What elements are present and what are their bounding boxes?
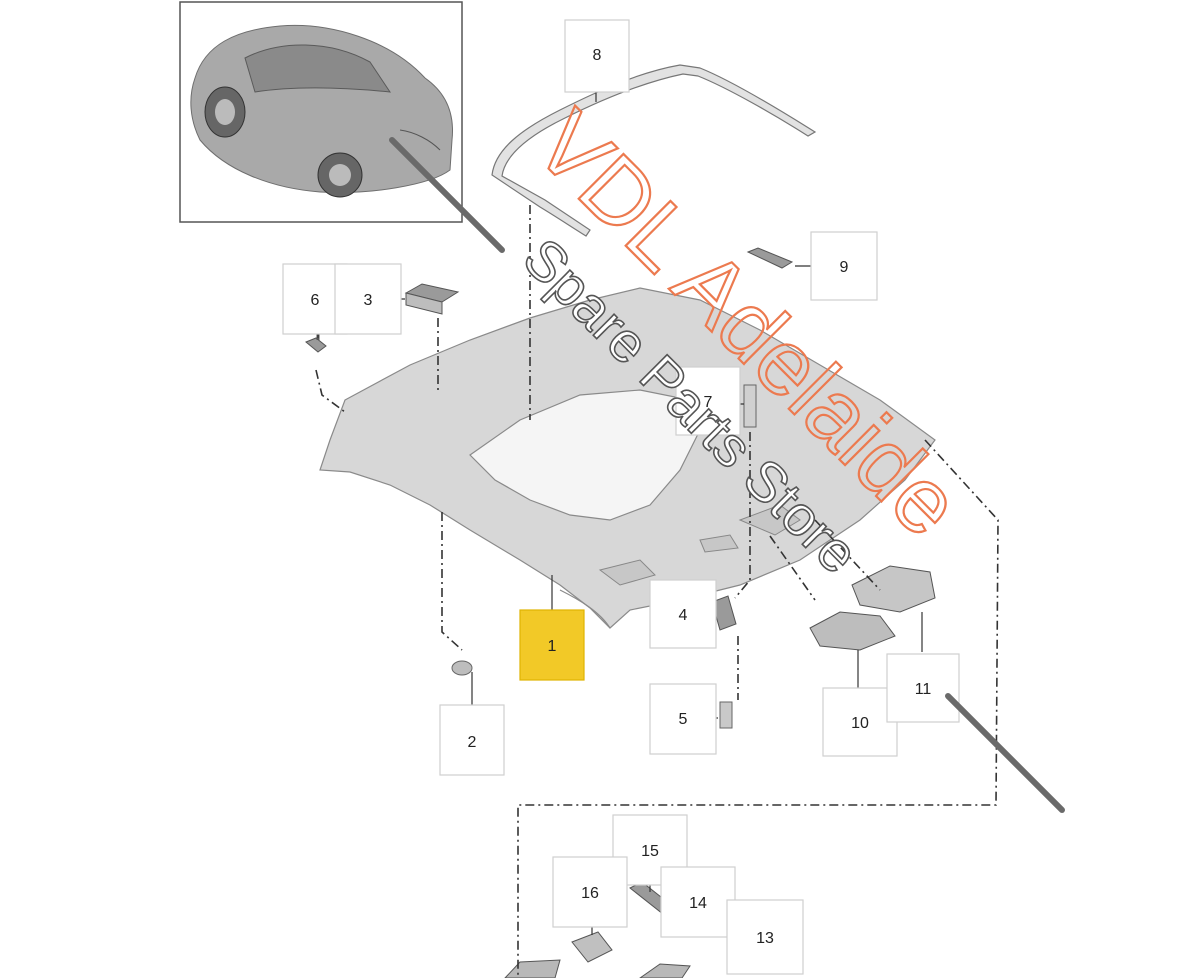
part-13-cover xyxy=(504,959,691,978)
callout-1: 1 xyxy=(519,609,585,681)
headliner-panel xyxy=(319,287,936,629)
callout-10: 10 xyxy=(822,687,898,757)
callout-1-label: 1 xyxy=(548,638,557,655)
part-5-clip xyxy=(719,701,733,729)
callout-3-label: 3 xyxy=(364,292,373,309)
part-11-sunvisor xyxy=(851,565,936,613)
callout-4-label: 4 xyxy=(679,607,688,624)
callout-9: 9 xyxy=(810,231,878,301)
callout-4: 4 xyxy=(649,579,717,649)
callout-16-label: 16 xyxy=(581,885,599,902)
part-10-sunvisor xyxy=(809,611,896,651)
car-thumbnail xyxy=(179,1,463,223)
callout-7-label: 7 xyxy=(704,394,713,411)
callout-16: 16 xyxy=(552,856,628,928)
assembly-lines xyxy=(315,205,999,978)
callout-8: 8 xyxy=(564,19,630,93)
callout-13: 13 xyxy=(726,899,804,975)
callout-15-label: 15 xyxy=(641,843,659,860)
callout-14-label: 14 xyxy=(689,895,707,912)
callout-5-label: 5 xyxy=(679,711,688,728)
part-3-lamp xyxy=(404,283,460,315)
part-2-nut xyxy=(451,660,473,676)
callout-2-label: 2 xyxy=(468,734,477,751)
callout-10-label: 10 xyxy=(851,715,869,732)
callout-11: 11 xyxy=(886,653,960,723)
callout-2: 2 xyxy=(439,704,505,776)
callout-9-label: 9 xyxy=(840,259,849,276)
callout-5: 5 xyxy=(649,683,717,755)
part-7-pin xyxy=(743,384,757,428)
callout-6-label: 6 xyxy=(311,292,320,309)
part-4-bracket xyxy=(711,595,737,631)
part-9-clip xyxy=(746,247,794,269)
part-16-clip xyxy=(571,931,613,963)
callout-7: 7 xyxy=(675,366,741,436)
callout-11-label: 11 xyxy=(915,681,932,698)
callout-14: 14 xyxy=(660,866,736,938)
callout-3: 3 xyxy=(334,263,402,335)
callout-8-label: 8 xyxy=(593,47,602,64)
callout-13-label: 13 xyxy=(756,930,774,947)
